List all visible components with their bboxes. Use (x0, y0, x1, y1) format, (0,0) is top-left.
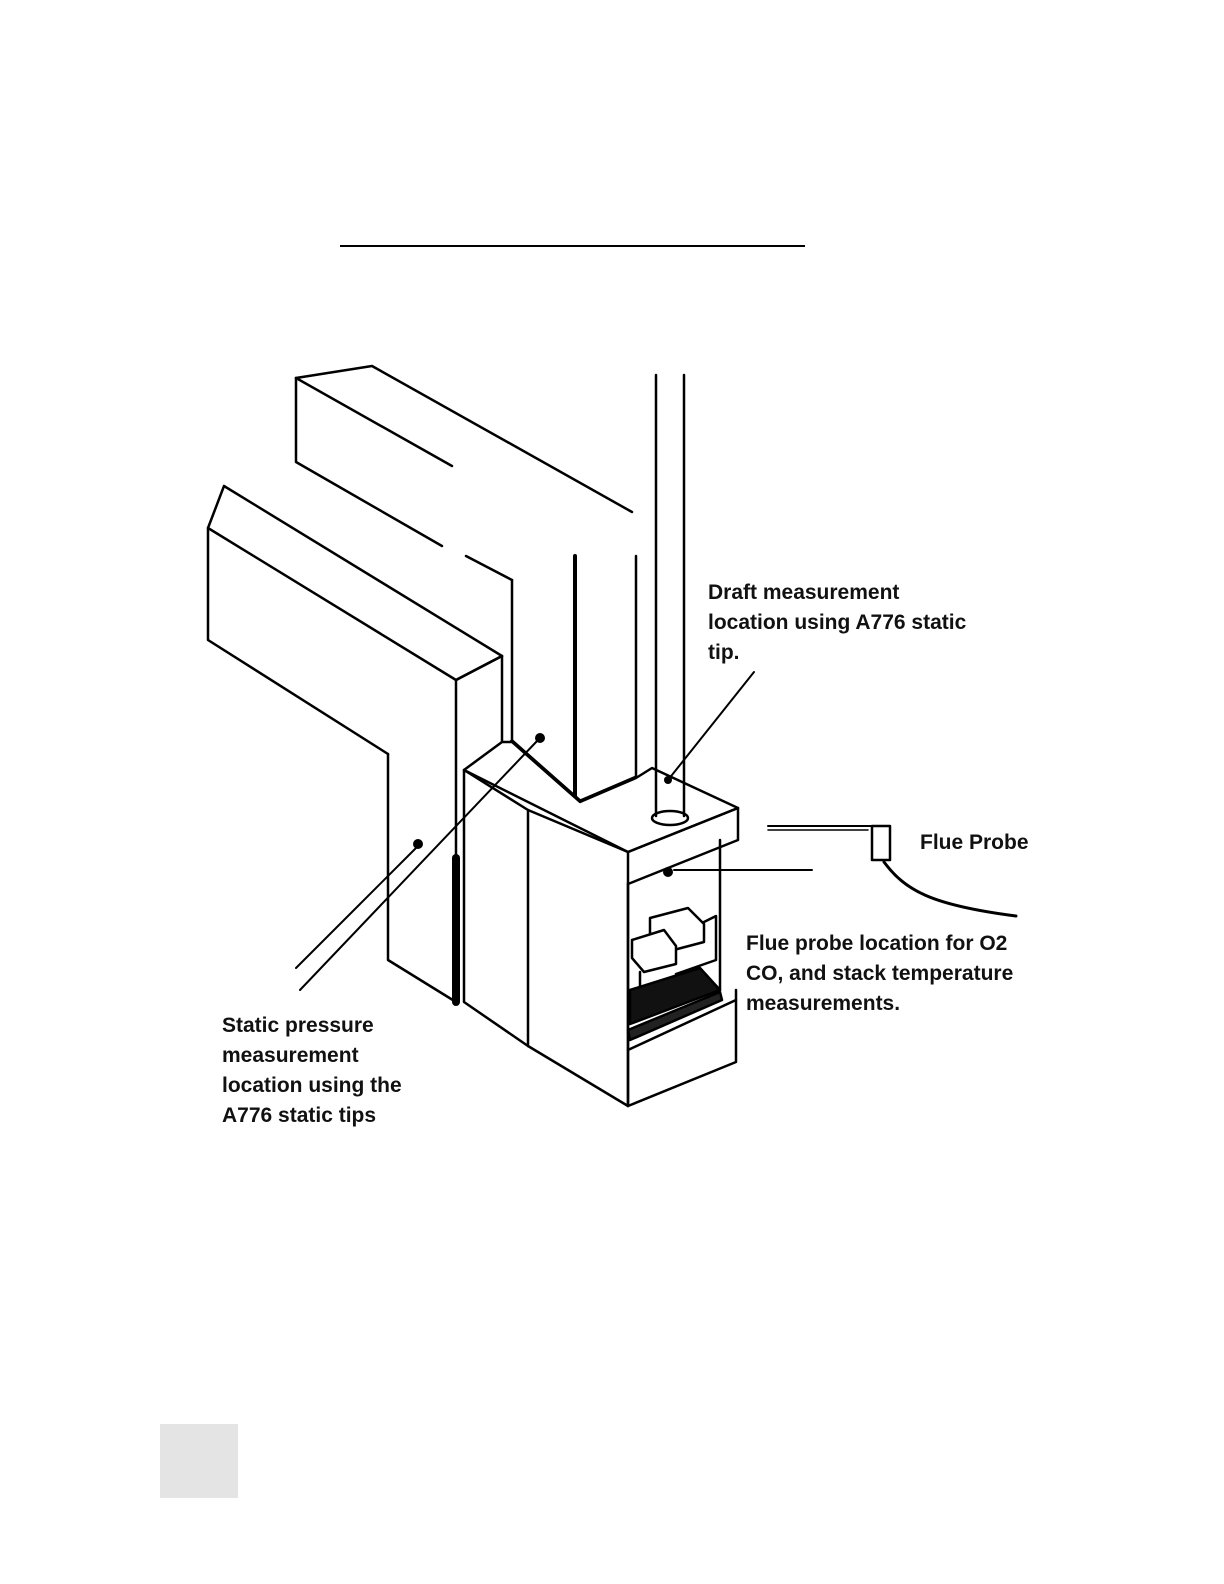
leader-lines (296, 672, 812, 990)
static-label-line-1: Static pressure (222, 1011, 402, 1041)
draft-label-line-3: tip. (708, 638, 966, 668)
rear-duct (296, 366, 632, 580)
front-duct (208, 486, 502, 1002)
flue-probe-label: Flue Probe (920, 828, 1029, 858)
static-point-duct (413, 839, 423, 849)
flue-location-line-2: CO, and stack temperature (746, 959, 1052, 989)
static-label-line-4: A776 static tips (222, 1101, 402, 1131)
flue-pipe (652, 375, 688, 825)
flue-probe-location-label: Flue probe location for O2 CO, and stack… (746, 929, 1052, 1019)
draft-measurement-label: Draft measurement location using A776 st… (708, 578, 966, 668)
flue-point (663, 867, 673, 877)
static-pressure-label: Static pressure measurement location usi… (222, 1011, 402, 1131)
static-label-line-2: measurement (222, 1041, 402, 1071)
draft-label-line-1: Draft measurement (708, 578, 966, 608)
draft-label-line-2: location using A776 static (708, 608, 966, 638)
burner-assembly (628, 908, 722, 1040)
page-number-tab (160, 1424, 238, 1498)
flue-location-line-3: measurements. (746, 989, 1052, 1019)
flue-location-line-1: Flue probe location for O2 (746, 929, 1052, 959)
static-label-line-3: location using the (222, 1071, 402, 1101)
